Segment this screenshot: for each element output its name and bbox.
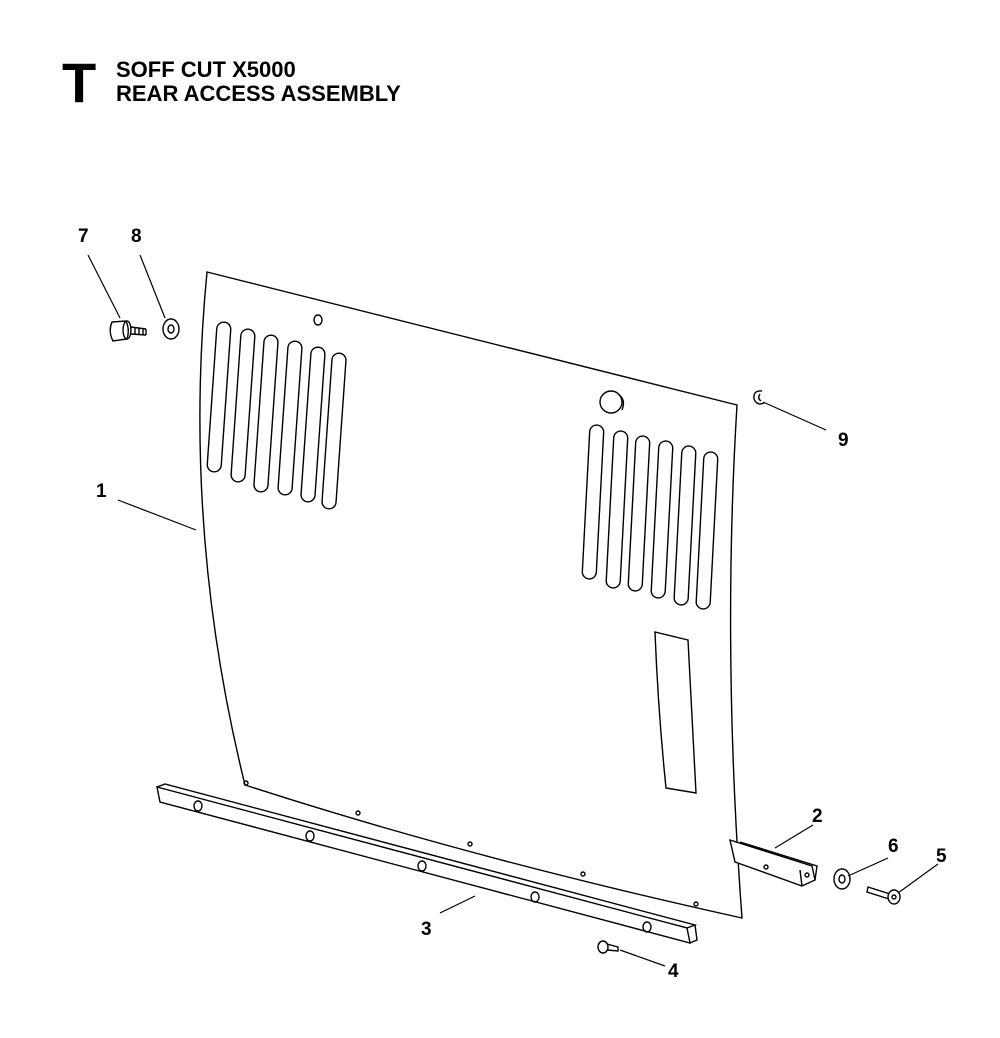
title-model: SOFF CUT X5000 — [116, 57, 296, 82]
side-rail — [729, 838, 818, 887]
right-vent-slots — [581, 424, 719, 610]
callout-4: 4 — [668, 961, 679, 982]
washer-6 — [833, 868, 851, 890]
bolt-5 — [866, 886, 901, 905]
callout-6: 6 — [888, 836, 899, 857]
callout-7: 7 — [78, 226, 89, 247]
callout-3: 3 — [421, 919, 432, 940]
knob-fastener — [109, 320, 147, 342]
diagram-title: SOFF CUT X5000 REAR ACCESS ASSEMBLY — [116, 58, 536, 106]
panel-bottom-holes — [243, 780, 699, 907]
callout-1: 1 — [96, 481, 107, 502]
callout-9: 9 — [838, 430, 849, 451]
callout-5: 5 — [936, 846, 947, 867]
callout-2: 2 — [812, 806, 823, 827]
access-window — [654, 631, 697, 794]
section-letter: T — [62, 51, 97, 114]
clip-9 — [753, 390, 765, 405]
callout-8: 8 — [131, 226, 142, 247]
rear-access-panel — [199, 271, 743, 919]
panel-hole — [313, 314, 323, 326]
screw-4 — [597, 940, 619, 954]
strip-holes — [193, 800, 652, 933]
bottom-strip — [156, 783, 698, 944]
leader-lines — [87, 254, 939, 967]
panel-knob — [599, 390, 625, 414]
washer-8 — [162, 318, 180, 340]
title-assembly: REAR ACCESS ASSEMBLY — [116, 81, 401, 106]
left-vent-slots — [206, 321, 347, 510]
